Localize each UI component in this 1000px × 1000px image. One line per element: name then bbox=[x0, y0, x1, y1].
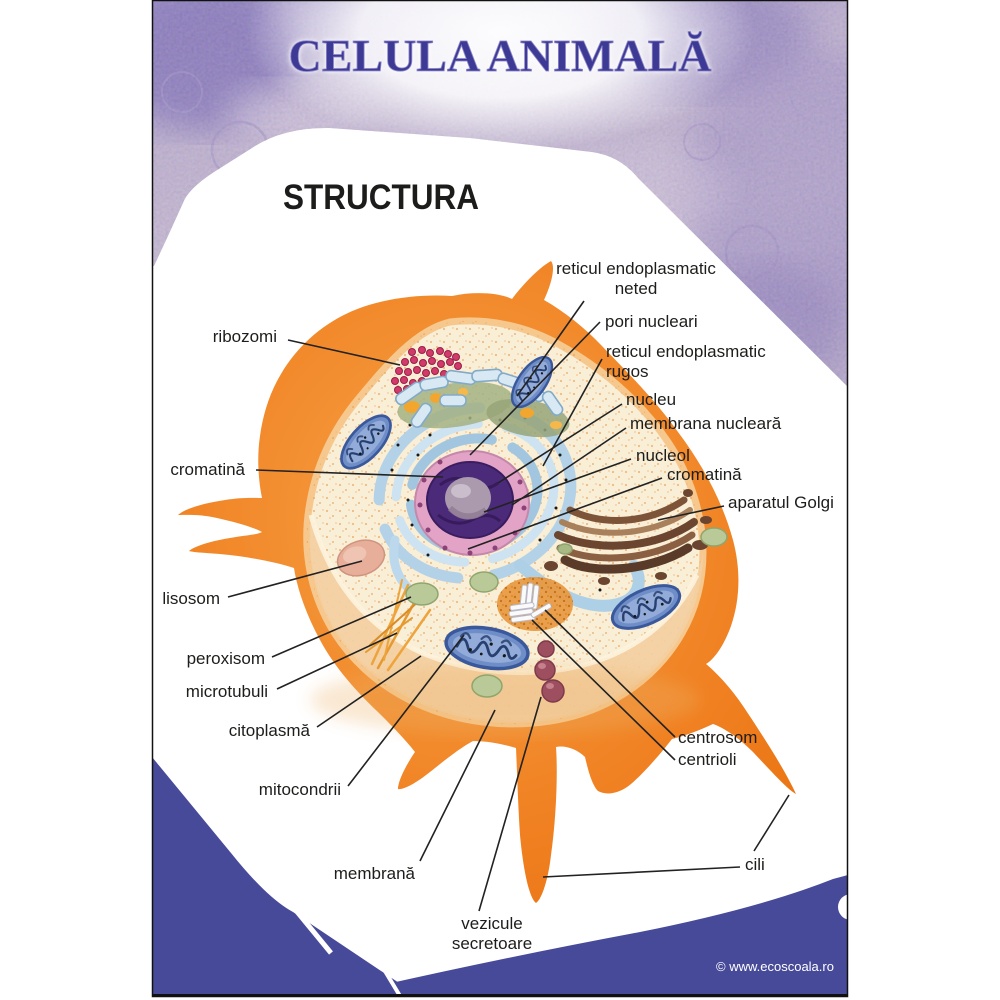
label-membrana-nucleara: membrana nucleară bbox=[630, 413, 782, 433]
leader-line-pori-nucleari bbox=[469, 321, 601, 456]
leader-line-centrosom bbox=[544, 609, 676, 738]
label-centrioli: centrioli bbox=[678, 749, 737, 769]
poster-title: CELULA ANIMALĂ bbox=[288, 30, 712, 81]
decor-notch bbox=[838, 894, 864, 920]
leader-line-nucleu bbox=[497, 403, 623, 484]
label-vezicule-secretoare: vezicule secretoare bbox=[451, 913, 533, 953]
centrosome bbox=[497, 577, 573, 631]
microtubules bbox=[365, 579, 432, 672]
leader-line-aparatul-golgi bbox=[657, 505, 725, 521]
decor-blue-shapes bbox=[152, 757, 864, 998]
leader-line-cili bbox=[753, 794, 790, 852]
leader-line-microtubuli bbox=[276, 632, 398, 690]
ribosomes bbox=[391, 346, 462, 396]
label-citoplasma: citoplasmă bbox=[228, 720, 310, 740]
label-re-neted: reticul endoplasmatic neted bbox=[556, 258, 716, 298]
label-re-rugos: reticul endoplasmatic rugos bbox=[606, 341, 766, 381]
golgi-apparatus bbox=[544, 489, 712, 585]
label-aparatul-golgi: aparatul Golgi bbox=[728, 492, 834, 512]
leader-line-centrioli bbox=[531, 619, 676, 761]
label-ribozomi: ribozomi bbox=[212, 326, 277, 346]
leader-line-cromatina-right bbox=[467, 477, 663, 550]
title-glow bbox=[245, 0, 755, 152]
label-pori-nucleari: pori nucleari bbox=[605, 311, 698, 331]
leader-line-cili bbox=[542, 866, 741, 878]
secretory-vesicles bbox=[534, 640, 565, 703]
leader-line-membrana bbox=[419, 709, 496, 862]
leader-line-membrana-nucleara bbox=[511, 427, 627, 506]
leader-line-peroxisom bbox=[271, 596, 412, 658]
label-cili: cili bbox=[745, 854, 765, 874]
centrioles bbox=[508, 582, 552, 623]
leader-line-ribozomi bbox=[287, 339, 401, 366]
leader-line-cromatina-left bbox=[255, 469, 444, 478]
label-centrosom: centrosom bbox=[678, 727, 758, 747]
label-nucleol: nucleol bbox=[636, 445, 690, 465]
label-peroxisom: peroxisom bbox=[186, 648, 265, 668]
label-cromatina-left: cromatină bbox=[170, 459, 245, 479]
label-mitocondrii: mitocondrii bbox=[258, 779, 341, 799]
label-cromatina-right: cromatină bbox=[667, 464, 742, 484]
peroxisome bbox=[405, 582, 439, 606]
leader-line-nucleol bbox=[483, 458, 632, 513]
leader-line-vezicule-secretoare bbox=[478, 696, 542, 912]
copyright-text: © www.ecoscoala.ro bbox=[716, 959, 834, 974]
lysosome bbox=[336, 539, 386, 577]
label-microtubuli: microtubuli bbox=[185, 681, 268, 701]
leader-line-re-neted bbox=[516, 300, 585, 397]
nucleus bbox=[414, 450, 530, 556]
animal-cell-illustration bbox=[178, 261, 796, 903]
leader-line-mitocondrii bbox=[347, 634, 465, 787]
label-nucleu: nucleu bbox=[626, 389, 677, 409]
leader-line-lisosom bbox=[227, 560, 363, 598]
poster-subtitle: STRUCTURA bbox=[283, 178, 479, 217]
leader-lines bbox=[227, 300, 790, 912]
label-membrana: membrană bbox=[333, 863, 415, 883]
label-lisosom: lisosom bbox=[162, 588, 220, 608]
leader-line-citoplasma bbox=[316, 655, 422, 728]
vesicles-green bbox=[405, 527, 728, 698]
